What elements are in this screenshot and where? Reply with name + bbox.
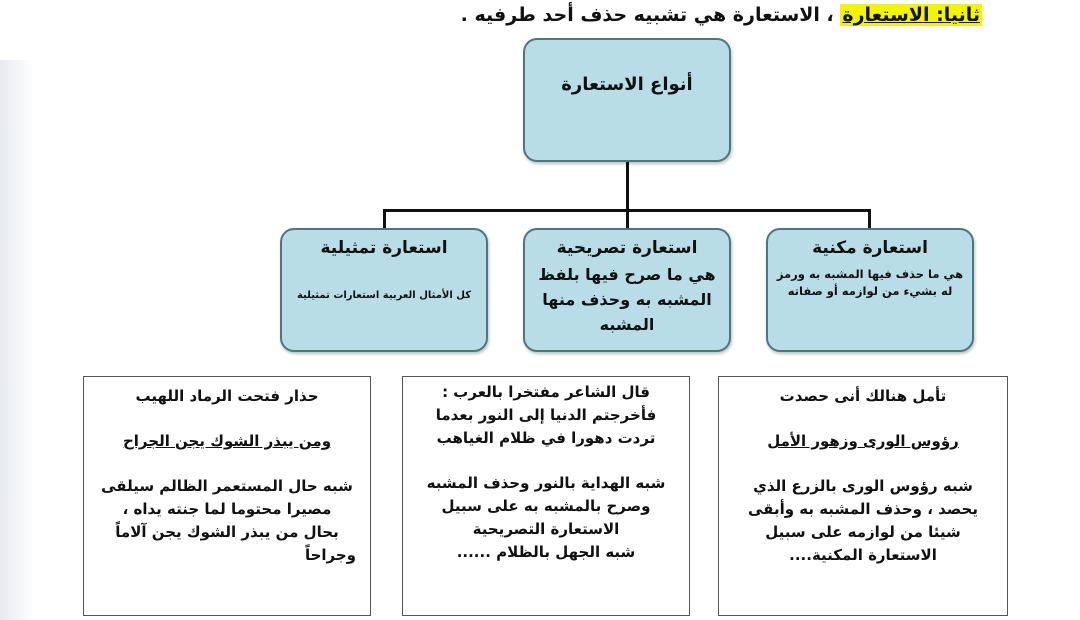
explanation-line-3: شيئا من لوازمه على سبيل [765,523,961,541]
explanation-line-4: شبه الجهل بالظلام ...... [456,543,636,561]
heading-definition: ، الاستعارة هي تشبيه حذف أحد طرفيه . [460,4,834,26]
node-explicit-metaphor: استعارة تصريحية هي ما صرح فيها بلفظ المش… [523,228,731,352]
node-implicit-metaphor: استعارة مكنية هي ما حذف فيها المشبه به و… [766,228,974,352]
node-allegorical-metaphor: استعارة تمثيلية كل الأمثال العربية استعا… [280,228,488,352]
node-implicit-desc: هي ما حذف فيها المشبه به ورمز له بشيء من… [776,267,964,298]
verse-intro: قال الشاعر مفتخرا بالعرب : [442,383,650,401]
heading-highlight: ثانيا: الاستعارة [840,4,982,26]
explanation-line-1: شبه رؤوس الورى بالزرع الذي [753,477,973,495]
connector-left-down [383,209,386,228]
explanation-line-1: شبه حال المستعمر الظالم سيلقى [101,477,353,495]
verse-line-1: حذار فتحت الرماد اللهيب [135,387,319,405]
explanation-line-2: مصيرا محتوما لما جنته يداه ، [122,500,332,518]
connector-right-down [868,209,871,228]
node-explicit-title: استعارة تصريحية [556,238,698,258]
explanation-line-3: بحال من يبذر الشوك يجن آلاماً [115,523,339,541]
explanation-line-4: الاستعارة المكنية.... [789,546,937,564]
explanation-line-1: شبه الهداية بالنور وحذف المشبه [426,474,666,492]
node-allegorical-title: استعارة تمثيلية [320,238,448,258]
node-allegorical-desc: كل الأمثال العربية استعارات تمثيلية [296,290,472,301]
verse-line-2: تردت دهورا في ظلام الغياهب [436,429,656,447]
explanation-line-3: الاستعارة التصريحية [472,520,620,538]
node-explicit-desc: هي ما صرح فيها بلفظ المشبه به وحذف منها … [538,265,716,334]
example-panel-explicit: قال الشاعر مفتخرا بالعرب : فأخرجتم الدني… [402,376,690,616]
example-panel-allegorical: حذار فتحت الرماد اللهيب ومن يبذر الشوك ي… [83,376,371,616]
explanation-line-2: وصرح بالمشبه به على سبيل [441,497,651,515]
verse-line-1: تأمل هنالك أنى حصدت [779,387,947,405]
connector-middle-down [626,209,629,228]
verse-line-1: فأخرجتم الدنيا إلى النور بعدما [435,406,657,424]
section-heading: ثانيا: الاستعارة ، الاستعارة هي تشبيه حذ… [461,4,982,26]
explanation-line-2: يحصد ، وحذف المشبه به وأبقى [747,500,979,518]
root-node-metaphor-types: أنواع الاستعارة [523,38,731,162]
scan-edge-shading [0,60,34,620]
example-panel-implicit: تأمل هنالك أنى حصدت رؤوس الورى وزهور الأ… [718,376,1008,616]
verse-line-2: رؤوس الورى وزهور الأمل [767,432,959,450]
connector-root-down [626,162,629,212]
root-node-title: أنواع الاستعارة [561,74,693,95]
verse-line-2: ومن يبذر الشوك يجن الجراح [122,432,332,450]
explanation-line-4: وجراحاً [304,546,356,564]
node-implicit-title: استعارة مكنية [812,238,928,258]
